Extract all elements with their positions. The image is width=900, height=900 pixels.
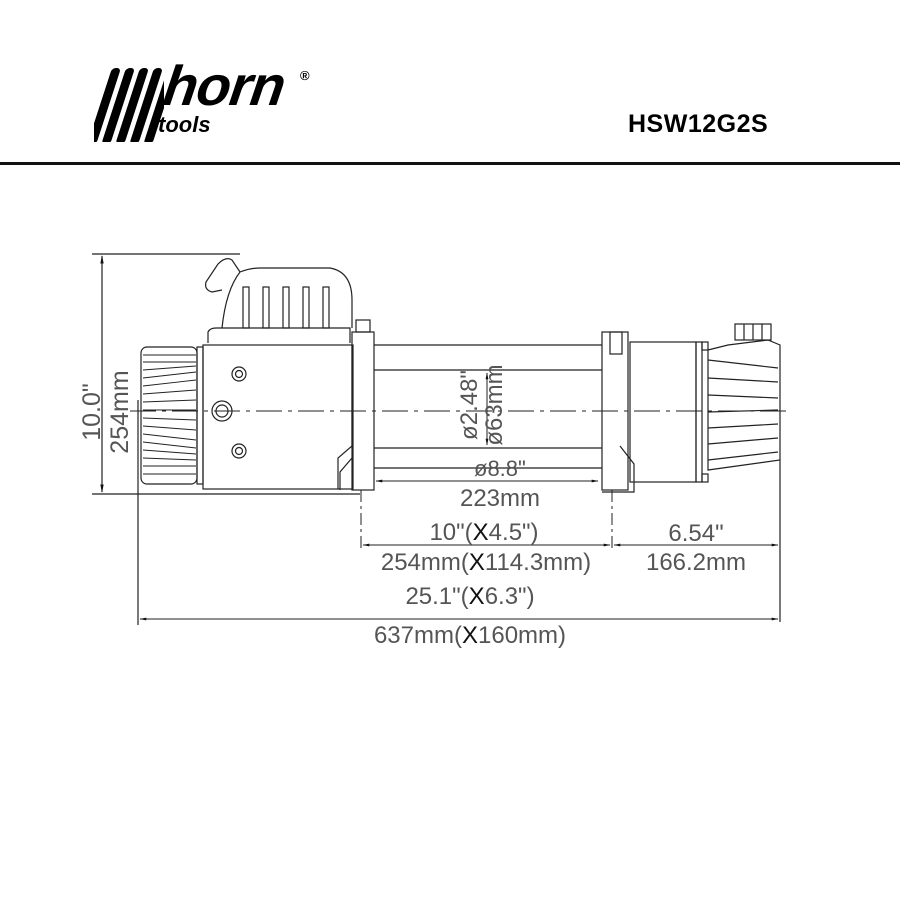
height-mm-label: 254mm <box>106 370 134 453</box>
brand-logo: horn ® tools <box>94 54 324 144</box>
logo-stripes-icon <box>94 68 164 142</box>
motor <box>629 323 781 483</box>
motor-length-inches-label: 6.54" <box>668 520 723 547</box>
overall-length-inches-label: 25.1"(X6.3") <box>405 583 534 610</box>
control-box <box>205 258 353 343</box>
model-code: HSW12G2S <box>628 110 769 138</box>
registered-mark: ® <box>300 68 310 83</box>
header-divider <box>0 162 900 165</box>
drum <box>374 344 602 469</box>
drum-diameter-inches-label: ø2.48" <box>456 370 483 440</box>
height-inches-label: 10.0" <box>78 383 106 441</box>
drum-length-label: 223mm <box>460 485 540 512</box>
drum-diameter-mm-label: ø63mm <box>481 364 508 445</box>
end-cap <box>137 346 204 625</box>
right-support <box>601 331 635 493</box>
overall-length-mm-label: 637mm(X160mm) <box>374 622 566 649</box>
mount-spacing-inches-label: 10"(X4.5") <box>429 519 538 546</box>
motor-length-mm-label: 166.2mm <box>646 549 746 576</box>
gearbox-housing <box>202 344 354 490</box>
flange-diameter-label: ø8.8" <box>474 456 526 481</box>
mount-spacing-mm-label: 254mm(X114.3mm) <box>381 549 591 576</box>
brand-subtitle: tools <box>158 112 211 137</box>
